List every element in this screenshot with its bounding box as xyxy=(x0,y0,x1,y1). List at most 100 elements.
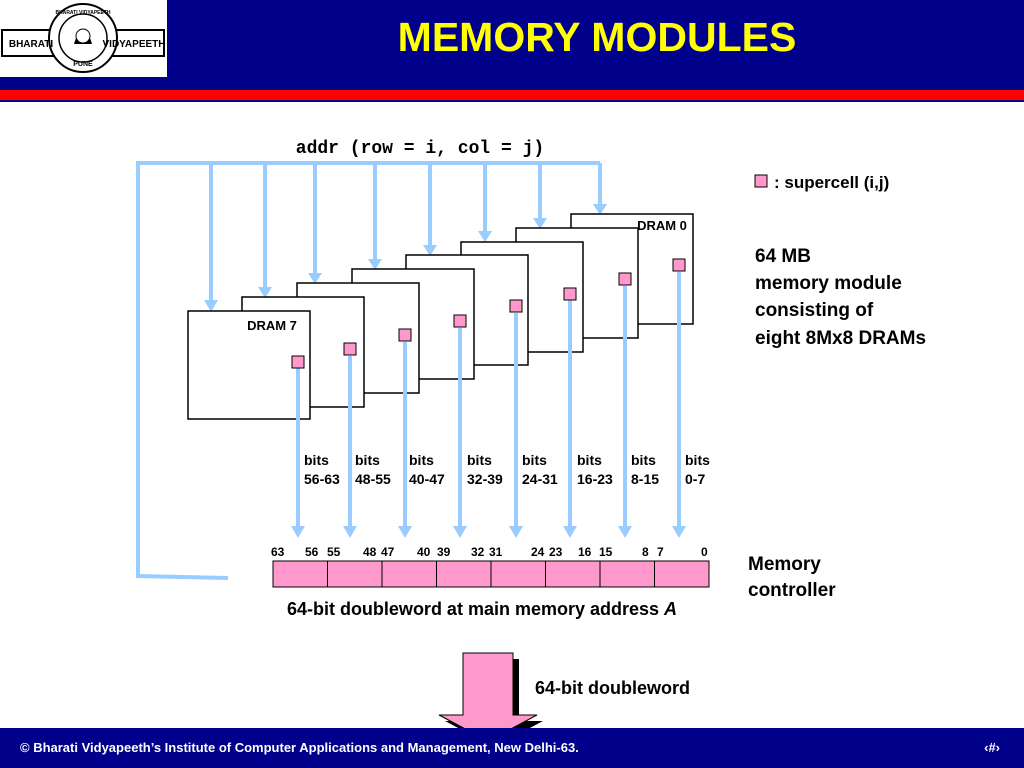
arrowhead xyxy=(533,218,547,229)
doubleword-byte xyxy=(545,560,601,588)
doubleword-byte xyxy=(436,560,492,588)
supercell xyxy=(672,258,686,272)
controller-label-line: controller xyxy=(748,580,836,601)
footer-copyright: © Bharati Vidyapeeth’s Institute of Comp… xyxy=(20,740,579,755)
bit-position: 16 xyxy=(578,545,592,559)
bit-position: 31 xyxy=(489,545,503,559)
arrowhead xyxy=(398,526,412,538)
arrowhead xyxy=(618,526,632,538)
doubleword-byte xyxy=(327,560,383,588)
module-description-line: eight 8Mx8 DRAMs xyxy=(755,328,926,349)
bit-group-range: 40-47 xyxy=(409,471,445,487)
bit-group-range: 16-23 xyxy=(577,471,613,487)
doubleword-caption-text: 64-bit doubleword at main memory address xyxy=(287,599,659,619)
address-arrowheads xyxy=(204,204,607,312)
bit-position: 47 xyxy=(381,545,395,559)
doubleword-register xyxy=(272,560,710,588)
header-bar xyxy=(0,0,1024,100)
doubleword-caption-var: A xyxy=(663,599,677,619)
arrowhead xyxy=(478,231,492,242)
arrowhead xyxy=(343,526,357,538)
bit-position: 32 xyxy=(471,545,485,559)
bit-group-range: 24-31 xyxy=(522,471,558,487)
bit-position: 8 xyxy=(642,545,649,559)
arrowhead xyxy=(308,273,322,284)
footer-bar: © Bharati Vidyapeeth’s Institute of Comp… xyxy=(0,728,1024,768)
address-bus xyxy=(136,161,600,580)
arrowhead xyxy=(672,526,686,538)
supercell-legend-swatch xyxy=(754,174,768,188)
bit-group-word: bits xyxy=(304,452,329,468)
doubleword-byte xyxy=(490,560,546,588)
bit-group-word: bits xyxy=(409,452,434,468)
logo-text-arc: BHARATI VIDYAPEETH xyxy=(55,10,110,16)
bit-group-word: bits xyxy=(355,452,380,468)
bit-group-labels: bits 56-63 bits 48-55 bits 40-47 bits 32… xyxy=(304,452,710,487)
data-lines xyxy=(296,272,681,526)
arrowhead xyxy=(453,526,467,538)
bit-position: 24 xyxy=(531,545,545,559)
doubleword-caption: 64-bit doubleword at main memory address… xyxy=(287,599,677,619)
doubleword-byte xyxy=(599,560,655,588)
supercell xyxy=(343,342,357,356)
logo: BHARATI VIDYAPEETH PUNE BHARATI VIDYAPEE… xyxy=(0,0,167,77)
arrowhead xyxy=(204,300,218,312)
supercell xyxy=(291,355,305,369)
bit-group-word: bits xyxy=(577,452,602,468)
supercell xyxy=(453,314,467,328)
bit-position: 55 xyxy=(327,545,341,559)
bit-position: 40 xyxy=(417,545,431,559)
bit-position: 48 xyxy=(363,545,377,559)
doubleword-byte xyxy=(654,560,710,588)
bit-group-word: bits xyxy=(522,452,547,468)
bit-group-word: bits xyxy=(467,452,492,468)
bit-group-range: 32-39 xyxy=(467,471,503,487)
arrowhead xyxy=(291,526,305,538)
controller-label-line: Memory xyxy=(748,554,821,575)
output-label: 64-bit doubleword xyxy=(535,678,690,698)
doubleword-byte xyxy=(272,560,328,588)
dram-7-label: DRAM 7 xyxy=(247,318,297,333)
bit-group-range: 48-55 xyxy=(355,471,391,487)
dram-chip xyxy=(187,310,311,420)
bit-position: 39 xyxy=(437,545,451,559)
bit-group-word: bits xyxy=(685,452,710,468)
bit-position: 56 xyxy=(305,545,319,559)
module-description-line: 64 MB xyxy=(755,246,811,267)
bit-group-range: 8-15 xyxy=(631,471,659,487)
arrowhead xyxy=(509,526,523,538)
arrowhead xyxy=(423,245,437,256)
header-red-stripe xyxy=(0,90,1024,102)
bit-group-range: 56-63 xyxy=(304,471,340,487)
module-description-line: consisting of xyxy=(755,300,874,321)
dram-0-label: DRAM 0 xyxy=(637,218,687,233)
arrowhead xyxy=(593,204,607,215)
logo-text-left: BHARATI xyxy=(9,39,53,50)
module-description: 64 MB memory module consisting of eight … xyxy=(755,246,926,349)
arrowhead xyxy=(563,526,577,538)
bit-position: 63 xyxy=(271,545,285,559)
bit-position: 23 xyxy=(549,545,563,559)
page-title: MEMORY MODULES xyxy=(397,14,797,60)
supercell xyxy=(563,287,577,301)
bit-position-labels: 63 56 55 48 47 40 39 32 31 24 23 16 15 8… xyxy=(271,545,708,559)
address-lines xyxy=(209,163,602,300)
supercell-legend-label: : supercell (i,j) xyxy=(774,173,889,192)
address-label: addr (row = i, col = j) xyxy=(296,139,544,159)
arrowhead xyxy=(368,259,382,270)
footer-page-number: ‹#› xyxy=(984,740,1000,755)
bit-group-range: 0-7 xyxy=(685,471,705,487)
bit-group-word: bits xyxy=(631,452,656,468)
bit-position: 15 xyxy=(599,545,613,559)
arrowhead xyxy=(258,287,272,298)
logo-text-right: VIDYAPEETH xyxy=(103,39,166,50)
logo-text-bottom: PUNE xyxy=(73,61,93,68)
doubleword-byte xyxy=(381,560,437,588)
supercell xyxy=(509,299,523,313)
supercells xyxy=(291,258,686,369)
data-arrowheads xyxy=(291,526,686,538)
bit-position: 7 xyxy=(657,545,664,559)
supercell xyxy=(618,272,632,286)
module-description-line: memory module xyxy=(755,273,902,294)
